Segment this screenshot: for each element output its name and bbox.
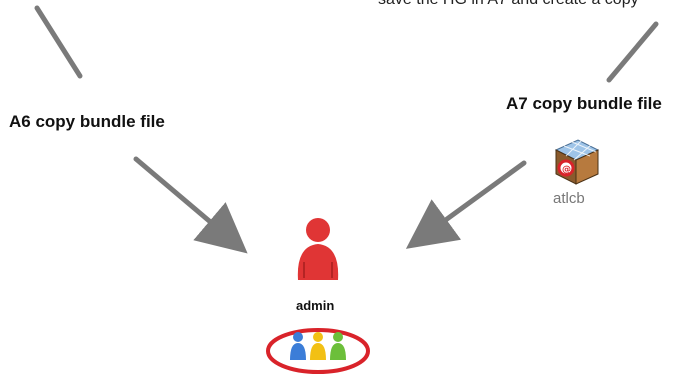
connector-line-top-right (606, 21, 659, 83)
user-group-icon[interactable] (266, 328, 370, 374)
svg-text:@: @ (562, 165, 571, 175)
a6-label: A6 copy bundle file (9, 112, 165, 131)
atlcb-label: atlcb (553, 190, 585, 207)
package-box-icon[interactable]: @ (554, 139, 600, 185)
connector-line-top-left (34, 5, 83, 79)
arrow-a6-to-admin (133, 156, 248, 254)
top-note-text: save the HG in A7 and create a copy (378, 0, 639, 9)
admin-label: admin (296, 298, 335, 313)
arrow-a7-to-admin (405, 160, 527, 249)
red-user-icon[interactable] (297, 218, 339, 280)
a7-label: A7 copy bundle file (506, 94, 662, 113)
